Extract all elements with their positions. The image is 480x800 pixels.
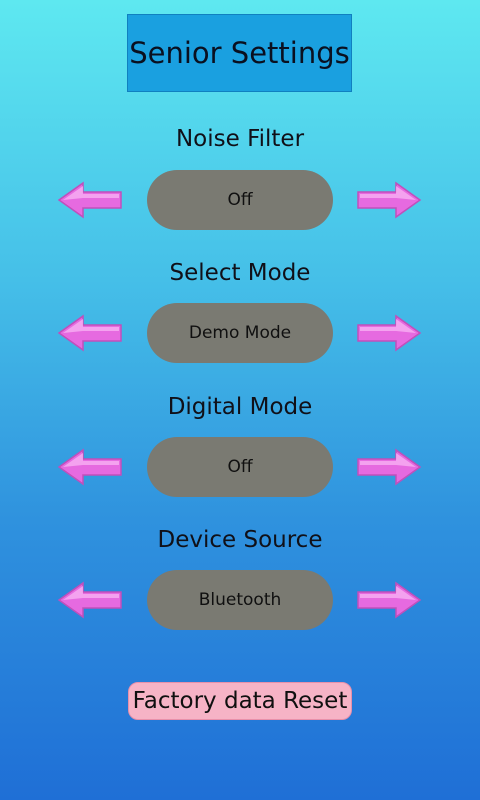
right-arrow-icon [357, 314, 422, 352]
right-arrow-icon [357, 448, 422, 486]
select-mode-value: Demo Mode [147, 303, 333, 363]
device-source-prev-button[interactable] [57, 581, 123, 619]
select-mode-label: Select Mode [169, 260, 311, 286]
noise-filter-label: Noise Filter [175, 126, 305, 152]
right-arrow-icon [357, 581, 422, 619]
device-source-next-button[interactable] [356, 581, 422, 619]
noise-filter-value: Off [147, 170, 333, 230]
left-arrow-icon [57, 581, 122, 619]
right-arrow-icon [357, 181, 422, 219]
left-arrow-icon [57, 314, 122, 352]
left-arrow-icon [57, 448, 122, 486]
factory-reset-button[interactable]: Factory data Reset [128, 682, 352, 720]
select-mode-prev-button[interactable] [57, 314, 123, 352]
digital-mode-next-button[interactable] [356, 448, 422, 486]
noise-filter-prev-button[interactable] [57, 181, 123, 219]
device-source-label: Device Source [157, 527, 323, 553]
device-source-value: Bluetooth [147, 570, 333, 630]
noise-filter-next-button[interactable] [356, 181, 422, 219]
digital-mode-value: Off [147, 437, 333, 497]
left-arrow-icon [57, 181, 122, 219]
digital-mode-label: Digital Mode [167, 394, 313, 420]
select-mode-next-button[interactable] [356, 314, 422, 352]
page-title: Senior Settings [127, 14, 352, 92]
digital-mode-prev-button[interactable] [57, 448, 123, 486]
